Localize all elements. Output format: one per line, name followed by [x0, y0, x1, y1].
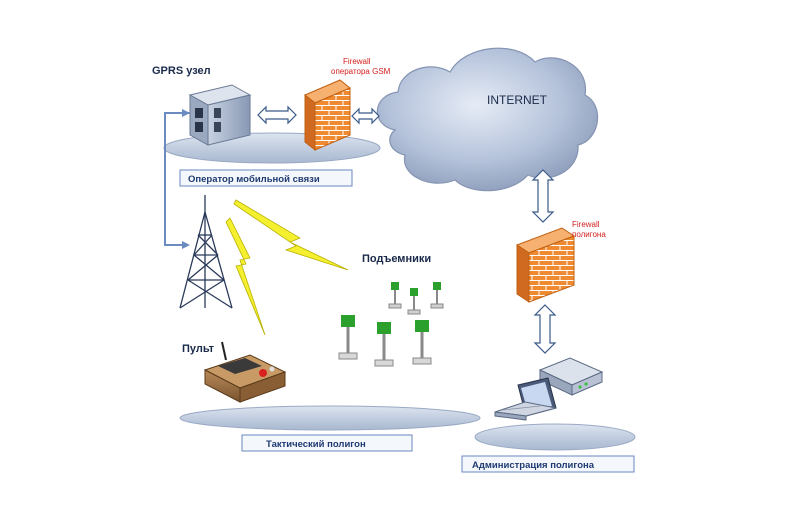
- tactical-platform: [179, 405, 481, 431]
- remote-label: Пульт: [182, 343, 215, 355]
- double-arrow-firewall-router: [533, 304, 557, 354]
- admin-platform: [474, 423, 636, 451]
- double-arrow-cloud-firewall: [531, 169, 555, 223]
- double-arrow-firewall-cloud: [351, 107, 380, 125]
- firewall-polygon-icon: [515, 227, 576, 303]
- server-icon: [188, 84, 252, 146]
- cloud-icon: [376, 47, 599, 192]
- double-arrow-server-firewall: [257, 105, 297, 125]
- internet-label: INTERNET: [487, 93, 548, 107]
- mobile-operator-box: [179, 169, 353, 187]
- firewall-gsm-label-2: оператора GSM: [331, 67, 391, 76]
- lift-icon: [338, 282, 444, 367]
- radio-tower-icon: [179, 195, 233, 309]
- router-icon: [538, 357, 604, 396]
- tactical-polygon-box: [241, 434, 413, 452]
- polygon-admin-box: [461, 455, 635, 473]
- polygon-admin-label: Администрация полигона: [472, 460, 595, 471]
- firewall-polygon-label-2: полигона: [572, 230, 606, 239]
- remote-control-icon: [203, 341, 287, 403]
- firewall-polygon-label-1: Firewall: [572, 220, 600, 229]
- server-tower-link: [164, 109, 190, 249]
- lightning-icon: [225, 199, 349, 336]
- lifts-label: Подъемники: [362, 253, 431, 265]
- tactical-polygon-label: Тактический полигон: [266, 439, 366, 450]
- gprs-node-label: GPRS узел: [152, 65, 211, 77]
- firewall-icon: [304, 79, 351, 152]
- laptop-icon: [494, 377, 557, 421]
- mobile-operator-label: Оператор мобильной связи: [188, 174, 320, 185]
- firewall-gsm-label-1: Firewall: [343, 57, 371, 66]
